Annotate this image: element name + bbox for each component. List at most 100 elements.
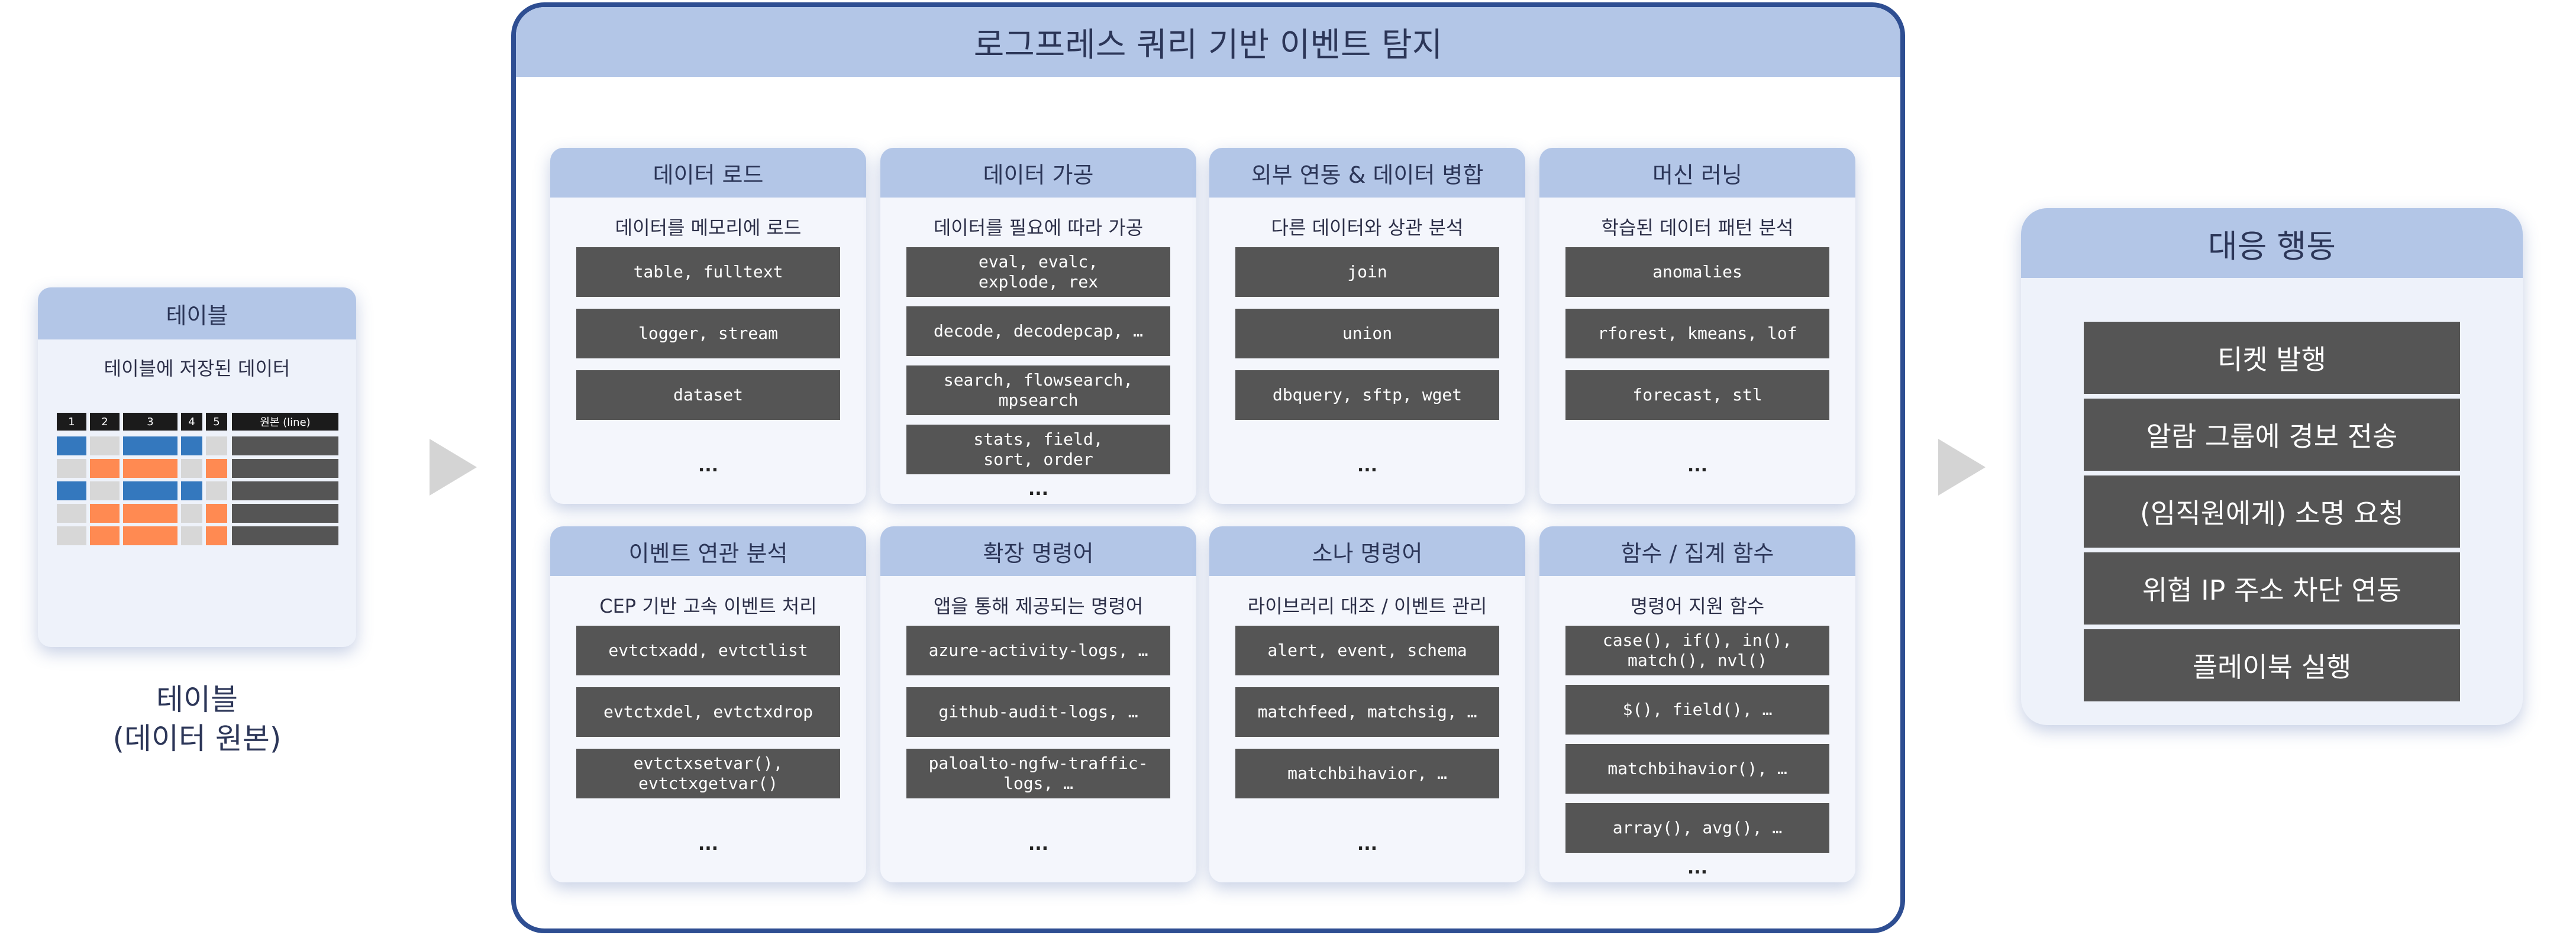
panel-title: 소나 명령어 bbox=[1209, 526, 1525, 576]
table-cell bbox=[232, 459, 338, 478]
panel-command-list: case(), if(), in(), match(), nvl() $(), f… bbox=[1565, 626, 1829, 862]
more-ellipsis: ... bbox=[1357, 455, 1378, 476]
panel-subtitle: 다른 데이터와 상관 분석 bbox=[1271, 216, 1464, 239]
table-cell bbox=[232, 526, 338, 545]
panel-title: 데이터 가공 bbox=[880, 148, 1196, 198]
command-chip: eval, evalc, explode, rex bbox=[906, 247, 1170, 297]
table-cell bbox=[232, 436, 338, 455]
command-chip: matchbihavior(), … bbox=[1565, 744, 1829, 794]
panel-title: 외부 연동 & 데이터 병합 bbox=[1209, 148, 1525, 198]
more-ellipsis: ... bbox=[1028, 479, 1049, 500]
response-action: 티켓 발행 bbox=[2084, 322, 2460, 394]
table-cell bbox=[123, 436, 177, 455]
command-chip: join bbox=[1235, 247, 1499, 297]
more-ellipsis: ... bbox=[698, 834, 719, 855]
panel-title: 데이터 로드 bbox=[550, 148, 866, 198]
command-chip: azure-activity-logs, … bbox=[906, 626, 1170, 675]
table-cell bbox=[57, 481, 86, 500]
table-cell bbox=[57, 436, 86, 455]
panel-command-list: eval, evalc, explode, rex decode, decodep… bbox=[906, 247, 1170, 484]
command-chip: decode, decodepcap, … bbox=[906, 306, 1170, 356]
panel-command-list: anomalies rforest, kmeans, lof forecast, s… bbox=[1565, 247, 1829, 432]
panel-subtitle: 학습된 데이터 패턴 분석 bbox=[1601, 216, 1794, 239]
table-cell bbox=[206, 504, 227, 523]
command-chip: stats, field, sort, order bbox=[906, 425, 1170, 474]
table-cell bbox=[181, 459, 202, 478]
table-cell bbox=[123, 481, 177, 500]
command-chip: table, fulltext bbox=[576, 247, 840, 297]
response-action: 위협 IP 주소 차단 연동 bbox=[2084, 552, 2460, 625]
table-cell bbox=[57, 459, 86, 478]
command-chip: case(), if(), in(), match(), nvl() bbox=[1565, 626, 1829, 675]
table-cell bbox=[181, 436, 202, 455]
command-chip: search, flowsearch, mpsearch bbox=[906, 365, 1170, 415]
table-cell bbox=[181, 526, 202, 545]
table-cell bbox=[181, 481, 202, 500]
panel-command-list: join union dbquery, sftp, wget bbox=[1235, 247, 1499, 432]
command-chip: evtctxdel, evtctxdrop bbox=[576, 687, 840, 737]
panel-command-list: azure-activity-logs, … github-audit-logs,… bbox=[906, 626, 1170, 810]
panel-subtitle: 라이브러리 대조 / 이벤트 관리 bbox=[1247, 595, 1487, 617]
command-chip: rforest, kmeans, lof bbox=[1565, 309, 1829, 358]
panel-subtitle: 데이터를 필요에 따라 가공 bbox=[933, 216, 1144, 239]
command-chip: dbquery, sftp, wget bbox=[1235, 370, 1499, 420]
table-column-header: 3 bbox=[123, 413, 177, 431]
command-chip: matchfeed, matchsig, … bbox=[1235, 687, 1499, 737]
table-cell bbox=[123, 504, 177, 523]
command-chip: github-audit-logs, … bbox=[906, 687, 1170, 737]
response-title: 대응 행동 bbox=[2021, 208, 2523, 278]
table-column-header: 4 bbox=[181, 413, 202, 431]
table-cell bbox=[206, 526, 227, 545]
table-cell bbox=[57, 526, 86, 545]
table-caption-line1: 테이블 bbox=[156, 682, 238, 717]
command-chip: forecast, stl bbox=[1565, 370, 1829, 420]
command-chip: logger, stream bbox=[576, 309, 840, 358]
table-cell bbox=[206, 459, 227, 478]
table-cell bbox=[123, 459, 177, 478]
command-chip: union bbox=[1235, 309, 1499, 358]
command-chip: anomalies bbox=[1565, 247, 1829, 297]
table-cell bbox=[90, 481, 120, 500]
panel-title: 확장 명령어 bbox=[880, 526, 1196, 576]
table-column-header: 5 bbox=[206, 413, 227, 431]
panel-title: 함수 / 집계 함수 bbox=[1539, 526, 1855, 576]
command-chip: dataset bbox=[576, 370, 840, 420]
table-cell bbox=[232, 481, 338, 500]
table-cell bbox=[90, 526, 120, 545]
response-action: 플레이북 실행 bbox=[2084, 629, 2460, 701]
panel-command-list: evtctxadd, evtctlist evtctxdel, evtctxdro… bbox=[576, 626, 840, 810]
command-chip: evtctxadd, evtctlist bbox=[576, 626, 840, 675]
more-ellipsis: ... bbox=[1687, 858, 1708, 878]
panel-title: 머신 러닝 bbox=[1539, 148, 1855, 198]
command-chip: $(), field(), … bbox=[1565, 685, 1829, 735]
more-ellipsis: ... bbox=[1357, 834, 1378, 855]
more-ellipsis: ... bbox=[698, 455, 719, 476]
table-cell bbox=[90, 436, 120, 455]
response-action: (임직원에게) 소명 요청 bbox=[2084, 475, 2460, 548]
table-column-header: 원본 (line) bbox=[232, 413, 338, 431]
table-column-header: 1 bbox=[57, 413, 86, 431]
more-ellipsis: ... bbox=[1687, 455, 1708, 476]
table-cell bbox=[90, 459, 120, 478]
command-chip: evtctxsetvar(), evtctxgetvar() bbox=[576, 749, 840, 798]
table-card-title: 테이블 bbox=[38, 287, 356, 339]
panel-subtitle: 데이터를 메모리에 로드 bbox=[615, 216, 802, 239]
table-cell bbox=[232, 504, 338, 523]
table-card-subtitle: 테이블에 저장된 데이터 bbox=[104, 357, 290, 380]
table-caption: 테이블 (데이터 원본) bbox=[38, 680, 356, 758]
panel-title: 이벤트 연관 분석 bbox=[550, 526, 866, 576]
frame-title: 로그프레스 쿼리 기반 이벤트 탐지 bbox=[516, 7, 1900, 77]
more-ellipsis: ... bbox=[1028, 834, 1049, 855]
arrow-right-icon bbox=[1938, 439, 1986, 496]
table-caption-line2: (데이터 원본) bbox=[112, 722, 282, 756]
